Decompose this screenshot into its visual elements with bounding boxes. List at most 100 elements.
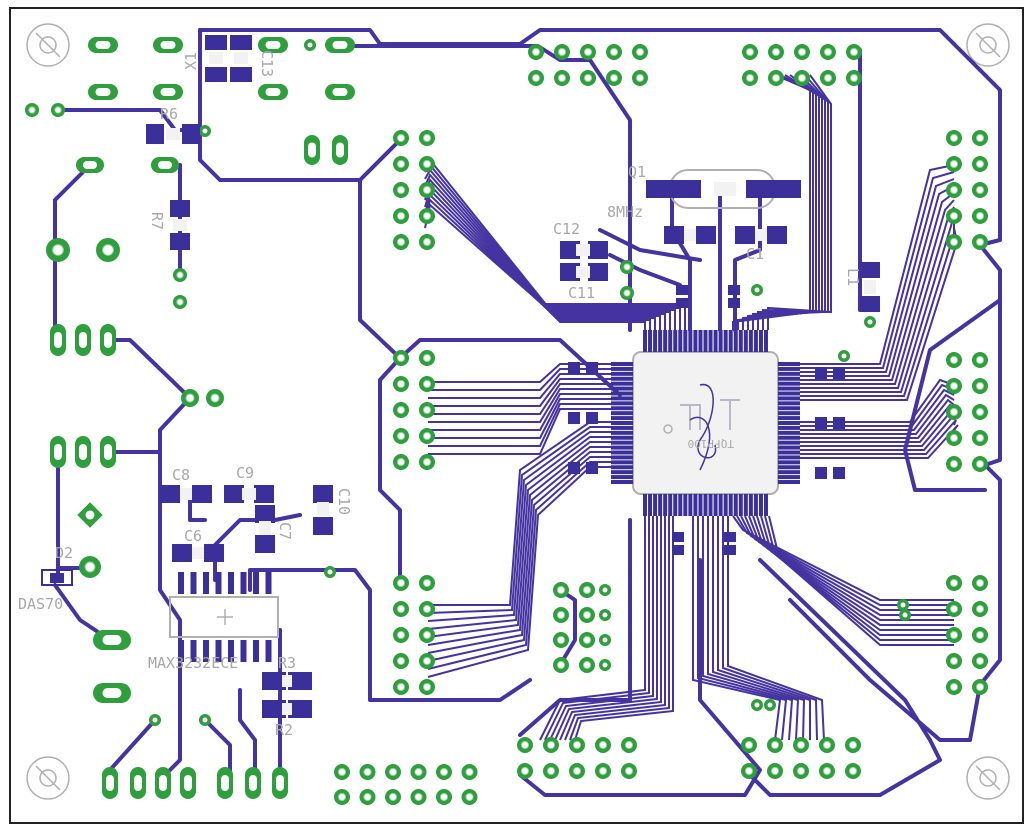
oval-pad (50, 436, 66, 468)
mcu-pin (758, 330, 763, 352)
ic-pin (253, 640, 259, 662)
through-hole-pad (620, 260, 634, 274)
through-hole-pad (946, 378, 962, 394)
through-hole-pad (972, 182, 988, 198)
through-hole-pad (972, 456, 988, 472)
through-hole-pad (768, 70, 784, 86)
through-hole-pad (553, 607, 569, 623)
trace (427, 426, 611, 614)
smd-c11 (560, 263, 608, 281)
through-hole-pad (946, 156, 962, 172)
through-hole-pad (569, 763, 585, 779)
via (199, 714, 211, 726)
via (864, 316, 876, 328)
through-hole-pad (79, 556, 101, 578)
through-hole-pad (528, 70, 544, 86)
mounting-hole (26, 756, 70, 800)
through-hole-pad (972, 430, 988, 446)
label-c9: C9 (236, 464, 254, 482)
mcu-pin (683, 494, 688, 516)
through-hole-pad (553, 582, 569, 598)
through-hole-pad (419, 679, 435, 695)
mcu-pin (693, 330, 698, 352)
label-r6: R6 (160, 105, 178, 123)
trace (800, 199, 955, 385)
through-hole-pad (393, 454, 409, 470)
trace (427, 441, 611, 638)
mcu-pin (611, 406, 633, 411)
mcu-pin (688, 330, 693, 352)
mcu-pin (778, 455, 800, 460)
ic-pin (203, 572, 209, 594)
trace (427, 431, 611, 622)
oval-pad (75, 324, 91, 356)
label-l1: L1 (844, 268, 862, 286)
trace (692, 516, 782, 741)
via (599, 609, 611, 621)
trace (539, 516, 646, 741)
label-max3232: MAX3232ECE (148, 654, 238, 672)
label-c10: C10 (335, 488, 353, 515)
through-hole-pad (632, 70, 648, 86)
oval-pad (75, 436, 91, 468)
through-hole-pad (972, 627, 988, 643)
through-hole-pad (436, 789, 452, 805)
through-hole-pads (25, 37, 988, 805)
mcu-pin (668, 494, 673, 516)
trace (722, 516, 818, 741)
through-hole-pad (96, 238, 120, 262)
trace (427, 456, 611, 662)
through-hole-pad (846, 44, 862, 60)
mcu-pin (778, 470, 800, 475)
mcu-pin (663, 494, 668, 516)
trace (554, 516, 658, 741)
trace (800, 393, 955, 435)
through-hole-pad (741, 737, 757, 753)
via (599, 634, 611, 646)
through-hole-pad (621, 737, 637, 753)
trace (707, 516, 800, 741)
mcu-pin (611, 460, 633, 465)
oval-pad (272, 767, 288, 799)
mcu-pin (778, 440, 800, 445)
mcu-pin (778, 362, 800, 366)
mcu-pin (738, 330, 743, 352)
mcu-pin (688, 494, 693, 516)
through-hole-pad (632, 44, 648, 60)
mcu-pin (653, 494, 658, 516)
mcu-pin (611, 421, 633, 425)
through-hole-pad (579, 632, 595, 648)
trace (744, 515, 954, 616)
label-q1: Q1 (628, 163, 646, 181)
through-hole-pad (393, 428, 409, 444)
oval-pad (153, 84, 183, 100)
trace (424, 198, 686, 330)
trace (427, 436, 611, 630)
mcu-pin (611, 381, 633, 386)
label-c6: C6 (184, 527, 202, 545)
mcu-pin (678, 330, 683, 352)
through-hole-pad (972, 679, 988, 695)
mcu-pin (778, 450, 800, 455)
through-hole-pad (419, 156, 435, 172)
through-hole-pad (554, 70, 570, 86)
through-hole-pad (972, 601, 988, 617)
mcu-pin (611, 430, 633, 435)
oval-pad (155, 767, 171, 799)
through-hole-pad (972, 130, 988, 146)
through-hole-pad (517, 737, 533, 753)
trace (760, 515, 954, 636)
label-x1: X1 (182, 52, 200, 70)
ic-pin (178, 640, 184, 662)
through-hole-pad (385, 789, 401, 805)
trace (428, 378, 611, 407)
through-hole-pad (820, 44, 836, 60)
through-hole-pad (845, 737, 861, 753)
mcu-pin (693, 494, 698, 516)
mcu-pin (658, 330, 663, 352)
through-hole-pad (767, 763, 783, 779)
trace (427, 446, 611, 646)
through-hole-pad (419, 454, 435, 470)
through-hole-pad (359, 789, 376, 805)
through-hole-pad (819, 737, 835, 753)
